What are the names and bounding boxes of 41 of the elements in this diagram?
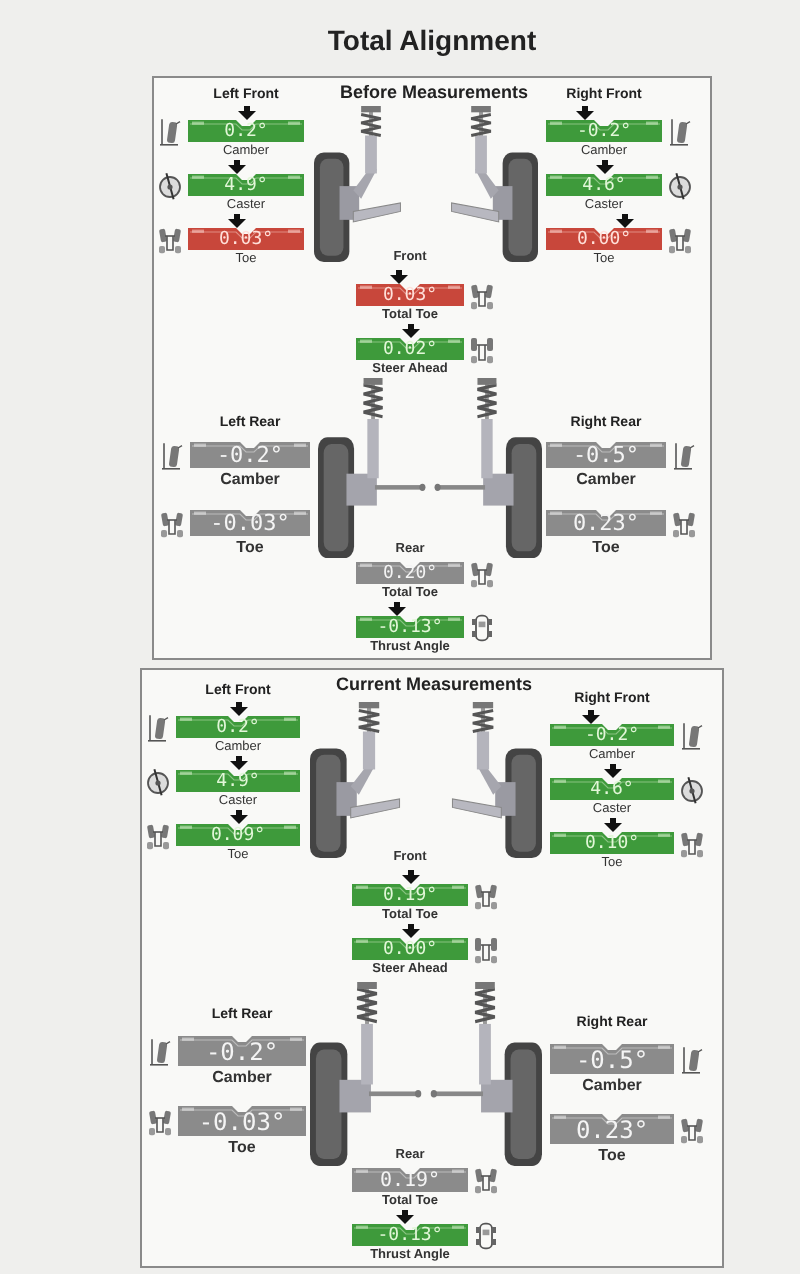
- measurement-label: Toe: [236, 537, 264, 555]
- angle-value: -0.2°: [576, 120, 632, 144]
- angle-value: 0.19°: [379, 1168, 441, 1194]
- angle-value: 4.9°: [216, 770, 260, 794]
- angle-value: -0.13°: [377, 616, 443, 640]
- angle-value: 0.09°: [210, 824, 266, 848]
- angle-value: -0.5°: [572, 442, 640, 470]
- measurement-label: Camber: [220, 469, 280, 487]
- angle-value: 0.2°: [216, 716, 260, 740]
- angle-value: 0.10°: [584, 832, 640, 856]
- angle-value: -0.5°: [575, 1044, 649, 1076]
- angle-value: 4.9°: [224, 174, 268, 198]
- angle-value: -0.2°: [216, 442, 284, 470]
- measurement-panel: [152, 76, 712, 660]
- angle-value: 0.23°: [572, 510, 640, 538]
- page-title: Total Alignment: [327, 24, 537, 56]
- angle-value: -0.03°: [210, 510, 290, 538]
- measurement-label: Toe: [598, 1145, 626, 1163]
- angle-value: 0.03°: [382, 284, 438, 308]
- panel-heading: Before Measurements: [339, 82, 529, 102]
- angle-value: 4.6°: [590, 778, 634, 802]
- angle-value: 0.19°: [382, 884, 438, 908]
- angle-value: 0.02°: [382, 338, 438, 362]
- angle-value: -0.03°: [198, 1106, 286, 1138]
- angle-value: -0.2°: [584, 724, 640, 748]
- measurement-label: Camber: [582, 1075, 642, 1093]
- angle-value: 0.2°: [224, 120, 268, 144]
- angle-value: 4.6°: [582, 174, 626, 198]
- measurement-label: Camber: [576, 469, 636, 487]
- angle-value: 0.20°: [382, 562, 438, 586]
- angle-value: 0.03°: [218, 228, 274, 252]
- angle-value: 0.23°: [575, 1114, 649, 1146]
- angle-value: 0.00°: [576, 228, 632, 252]
- panel-heading: Current Measurements: [335, 674, 533, 694]
- measurement-label: Toe: [228, 1137, 256, 1155]
- measurement-label: Camber: [212, 1067, 272, 1085]
- angle-value: -0.2°: [205, 1036, 279, 1068]
- measurement-panel: [140, 668, 724, 1268]
- angle-value: -0.13°: [377, 1224, 443, 1248]
- measurement-label: Toe: [592, 537, 620, 555]
- angle-value: 0.00°: [382, 938, 438, 962]
